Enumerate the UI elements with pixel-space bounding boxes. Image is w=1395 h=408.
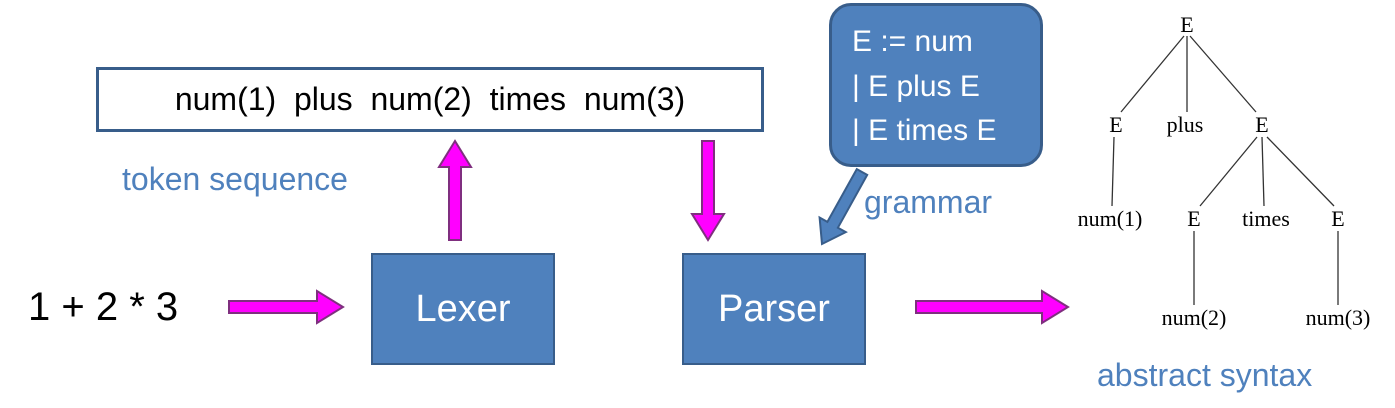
tree-node-left: E xyxy=(1109,112,1123,137)
tokens-to-parser-arrow xyxy=(690,140,726,242)
tree-node-plus: plus xyxy=(1166,112,1204,137)
input-expression: 1 + 2 * 3 xyxy=(28,285,179,329)
tree-node-right: E xyxy=(1255,112,1269,137)
input-to-lexer-arrow xyxy=(228,289,345,325)
grammar-rule-line: | E plus E xyxy=(852,70,980,103)
tree-edge-right-inner-right xyxy=(1266,136,1335,207)
tree-node-times: times xyxy=(1242,206,1290,231)
tree-edge-right-times xyxy=(1261,136,1265,207)
grammar-caption: grammar xyxy=(864,184,993,220)
token-sequence-text: num(1) plus num(2) times num(3) xyxy=(174,81,686,117)
tree-edges xyxy=(1111,35,1339,305)
tree-node-num2: num(2) xyxy=(1161,305,1227,330)
tree-node-inner-right: E xyxy=(1331,206,1345,231)
tree-edge-root-left xyxy=(1120,35,1185,113)
parser-label: Parser xyxy=(718,287,830,330)
tree-node-root: E xyxy=(1180,12,1194,37)
tree-edge-root-right xyxy=(1189,35,1257,113)
tree-node-num1: num(1) xyxy=(1077,206,1143,231)
token-sequence-caption: token sequence xyxy=(122,161,348,197)
grammar-rule-line: E := num xyxy=(852,25,973,58)
grammar-to-parser-arrow xyxy=(818,167,869,246)
tree-node-num3: num(3) xyxy=(1305,305,1371,330)
parser-box: Parser xyxy=(682,253,866,365)
token-sequence-box: num(1) plus num(2) times num(3) xyxy=(96,67,764,132)
lexer-box: Lexer xyxy=(371,253,555,365)
grammar-rule-line: | E times E xyxy=(852,114,997,147)
abstract-syntax-caption: abstract syntax xyxy=(1097,357,1313,393)
grammar-callout xyxy=(829,3,1043,167)
tree-edge-left-num1 xyxy=(1111,136,1115,207)
lexer-label: Lexer xyxy=(415,287,511,330)
tree-node-inner-left: E xyxy=(1187,206,1201,231)
tree-edge-right-inner-left xyxy=(1199,136,1258,207)
parser-to-ast-arrow xyxy=(915,289,1070,325)
lexer-to-tokens-arrow xyxy=(437,139,473,241)
